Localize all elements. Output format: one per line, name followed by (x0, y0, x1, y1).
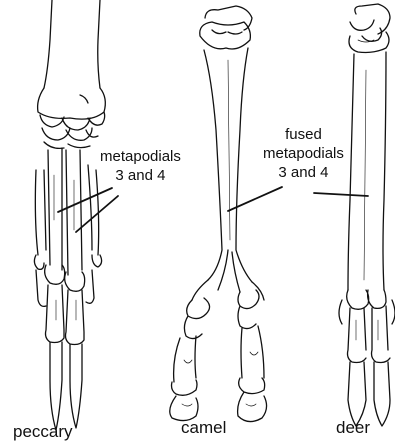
pointer-deer-fused (314, 193, 368, 196)
pointer-camel-fused (228, 187, 282, 211)
metapodials-line-1: metapodials (100, 148, 181, 165)
fused-line-2: metapodials (263, 145, 344, 162)
metapodials-line-2: 3 and 4 (115, 167, 165, 184)
fused-line-3: 3 and 4 (278, 164, 328, 181)
species-label-deer: deer (336, 418, 370, 438)
annotation-pointers (58, 187, 368, 232)
species-label-peccary: peccary (13, 422, 73, 442)
camel-foot-drawing (170, 6, 267, 422)
deer-foot-drawing (339, 4, 395, 426)
fused-line-1: fused (285, 126, 322, 143)
metapodials-label: metapodials 3 and 4 (100, 147, 181, 185)
species-label-camel: camel (181, 418, 226, 438)
fused-metapodials-label: fused metapodials 3 and 4 (263, 125, 344, 182)
